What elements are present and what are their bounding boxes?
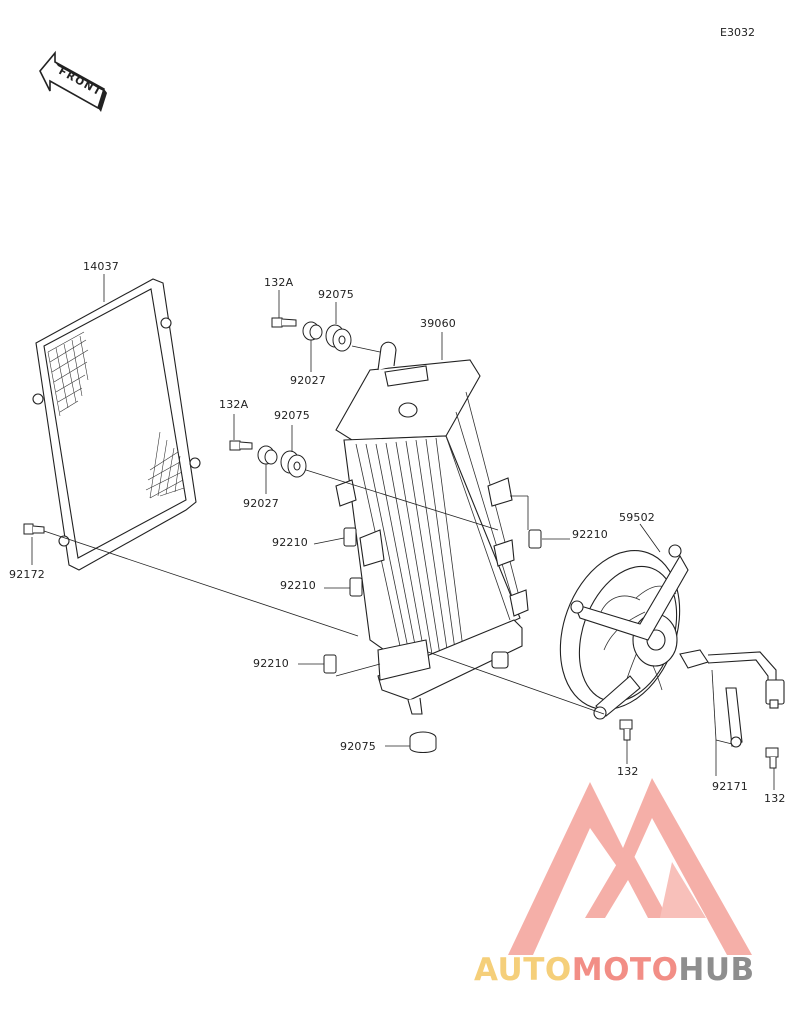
part-label-132a-top[interactable]: 132A [264,276,294,289]
bolt-132a-top [271,317,297,328]
radiator [335,341,529,715]
guard-mesh [47,331,185,499]
leader-lines [31,274,775,790]
bolt-132-right [765,747,779,769]
part-label-92210-b[interactable]: 92210 [280,579,316,592]
part-label-92210-a[interactable]: 92210 [272,536,308,549]
watermark-part-hub: HUB [678,952,755,988]
part-label-132-right[interactable]: 132 [764,792,786,805]
cooling-fan [559,544,785,720]
radiator-guard [32,278,201,571]
part-label-92075-bottom[interactable]: 92075 [340,740,376,753]
grommet-92075-bottom [409,731,437,753]
collar-92027-mid [257,445,278,465]
watermark-part-auto: AUTO [474,952,572,988]
part-label-92075-top[interactable]: 92075 [318,288,354,301]
collar-92027-top [302,321,323,341]
clip-92210-right [528,529,542,549]
clip-92210-b [349,577,363,597]
hardware [23,317,779,769]
part-label-92210-right[interactable]: 92210 [572,528,608,541]
part-label-59502[interactable]: 59502 [619,511,655,524]
part-label-39060[interactable]: 39060 [420,317,456,330]
part-label-132a-mid[interactable]: 132A [219,398,249,411]
bolt-92172 [23,523,45,535]
part-label-92210-c[interactable]: 92210 [253,657,289,670]
bolt-132-center [619,719,633,741]
front-arrow-icon: FRONT [39,50,107,112]
part-label-132-center[interactable]: 132 [617,765,639,778]
part-label-92172[interactable]: 92172 [9,568,45,581]
clip-92210-c [323,654,337,674]
watermark-logo-icon [508,778,752,955]
watermark-part-moto: MOTO [571,952,679,988]
part-label-92171[interactable]: 92171 [712,780,748,793]
grommet-92075-top [325,324,352,352]
watermark-text: AUTOMOTOHUB [474,952,755,988]
clip-92210-a [343,527,357,547]
diagram-code: E3032 [720,26,755,39]
part-label-92027-top[interactable]: 92027 [290,374,326,387]
bracket-92171 [725,687,743,748]
bolt-132a-mid [229,440,253,451]
part-label-92075-mid[interactable]: 92075 [274,409,310,422]
grommet-92075-mid [280,450,307,478]
part-label-14037[interactable]: 14037 [83,260,119,273]
part-label-92027-mid[interactable]: 92027 [243,497,279,510]
